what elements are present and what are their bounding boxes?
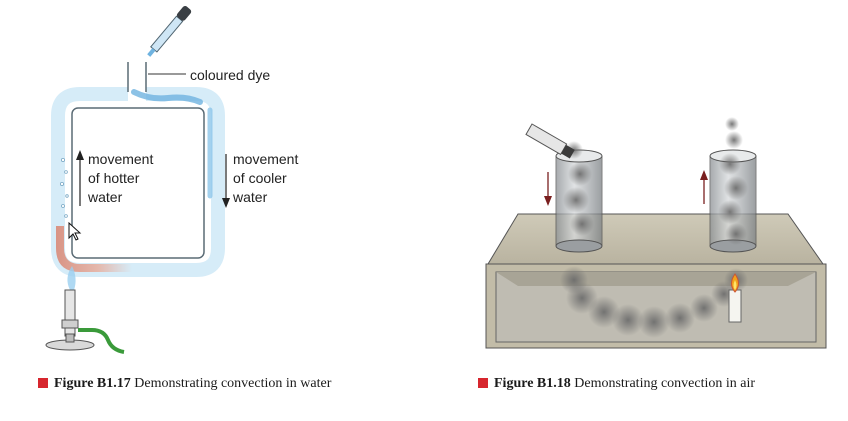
- cold-label-line1: movement: [233, 151, 299, 167]
- caption-right: Figure B1.18 Demonstrating convection in…: [478, 376, 755, 392]
- up-arrow: [700, 170, 708, 204]
- caption-right-text: Demonstrating convection in air: [574, 376, 756, 391]
- tube-neck: [127, 62, 147, 92]
- caption-right-number: Figure B1.18: [494, 376, 571, 391]
- taper-icon: [525, 123, 575, 159]
- flame-icon: [67, 266, 76, 290]
- mouse-cursor-icon: [68, 222, 82, 241]
- hot-label-line1: movement: [88, 151, 154, 167]
- box-top: [487, 213, 824, 265]
- smoke-trail: [560, 266, 748, 338]
- caption-left-number: Figure B1.17: [54, 376, 131, 391]
- cold-label-line3: water: [233, 189, 268, 205]
- hot-label-line2: of hotter: [88, 170, 140, 186]
- caption-left-text: Demonstrating convection in water: [134, 376, 332, 391]
- dye-streak: [131, 89, 203, 105]
- caption-marker: [478, 378, 488, 388]
- convection-air-diagram: [485, 117, 827, 349]
- dropper-icon: [147, 6, 192, 57]
- bubbles: [60, 157, 69, 218]
- hot-label-line3: water: [88, 189, 123, 205]
- caption-marker: [38, 378, 48, 388]
- tube-water: [51, 87, 225, 277]
- bunsen-burner-icon: [45, 289, 125, 354]
- candle-icon: [728, 273, 742, 323]
- hot-water-region: [56, 226, 132, 272]
- caption-left: Figure B1.17 Demonstrating convection in…: [38, 376, 331, 392]
- convection-water-diagram: [45, 6, 230, 354]
- down-arrow: [544, 172, 552, 206]
- tube-inner: [71, 107, 205, 259]
- dye-label: coloured dye: [190, 67, 271, 83]
- cold-label-line2: of cooler: [233, 170, 287, 186]
- smoke-right: [718, 117, 748, 245]
